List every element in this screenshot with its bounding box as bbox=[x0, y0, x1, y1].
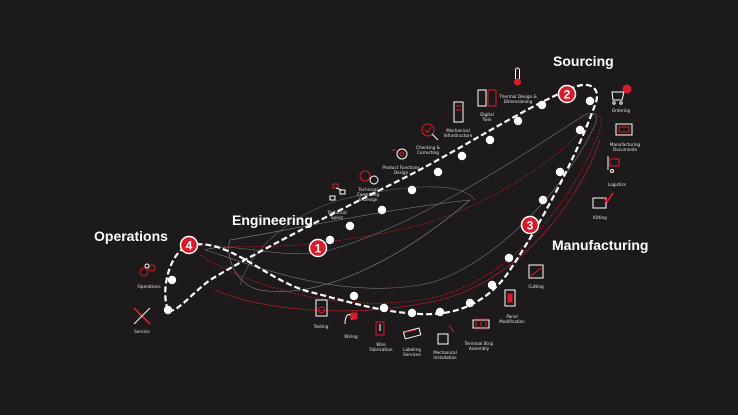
badge-4: 4 bbox=[179, 235, 199, 255]
inner-swoosh-red-3 bbox=[214, 139, 601, 312]
step-label-ordering: Ordering bbox=[611, 108, 631, 113]
badge-3: 3 bbox=[520, 215, 540, 235]
phase-engineering: Engineering bbox=[232, 212, 313, 228]
step-label-checking: Checking &Correcting bbox=[416, 145, 440, 155]
wire-tool-icon bbox=[375, 321, 385, 336]
gears-icon bbox=[139, 263, 156, 277]
inner-swoosh-red-2 bbox=[209, 119, 591, 248]
magnifier-check-icon bbox=[421, 123, 439, 141]
step-label-cutting: Cutting bbox=[528, 284, 544, 289]
wire-plug-icon bbox=[344, 312, 358, 325]
thermometer-icon bbox=[514, 67, 521, 86]
cart-icon bbox=[611, 84, 632, 105]
inner-swoosh-red-1 bbox=[199, 113, 602, 304]
consulting-bubbles-icon bbox=[359, 170, 379, 185]
phase-operations: Operations bbox=[94, 228, 168, 244]
badge-2: 2 bbox=[557, 84, 577, 104]
inner-swoosh-grey-1 bbox=[203, 112, 597, 289]
terminal-strip-icon bbox=[472, 318, 490, 330]
phase-manufacturing: Manufacturing bbox=[552, 237, 649, 253]
step-label-tech-consulting: Technical Consulting& Design bbox=[356, 187, 380, 202]
svg-text:3: 3 bbox=[527, 219, 534, 233]
flowchart-icon bbox=[329, 183, 346, 201]
loop-dots bbox=[163, 96, 595, 318]
inner-swoosh-grey-2 bbox=[228, 199, 471, 292]
label-tag-icon bbox=[402, 327, 422, 340]
phase-sourcing: Sourcing bbox=[553, 53, 614, 69]
cutting-icon bbox=[528, 264, 544, 279]
badge-1: 1 bbox=[308, 238, 328, 258]
panel-icon bbox=[504, 289, 516, 307]
main-loop bbox=[164, 83, 598, 316]
svg-text:1: 1 bbox=[315, 242, 322, 256]
mechanical-install-icon bbox=[437, 324, 455, 345]
step-label-thermal: Thermal Design &Dimensioning bbox=[499, 94, 537, 104]
digital-twin-icon bbox=[477, 89, 497, 107]
cabinet-icon bbox=[453, 101, 464, 123]
step-label-logistics: Logistics bbox=[607, 182, 627, 187]
step-label-kitting: Kitting bbox=[593, 215, 607, 220]
step-label-testing: Testing bbox=[313, 324, 329, 329]
svg-text:4: 4 bbox=[186, 239, 193, 253]
checkbox-board-icon bbox=[592, 192, 614, 209]
step-label-service: Service bbox=[134, 329, 150, 334]
wrench-screwdriver-icon bbox=[133, 307, 151, 325]
svg-text:2: 2 bbox=[564, 88, 571, 102]
hand-truck-icon bbox=[607, 156, 620, 173]
multimeter-icon bbox=[315, 299, 328, 317]
documents-icon bbox=[615, 123, 633, 136]
step-label-operations: Operations bbox=[137, 284, 161, 289]
step-label-wiring: Wiring bbox=[344, 334, 358, 339]
gear-head-icon bbox=[392, 148, 408, 160]
